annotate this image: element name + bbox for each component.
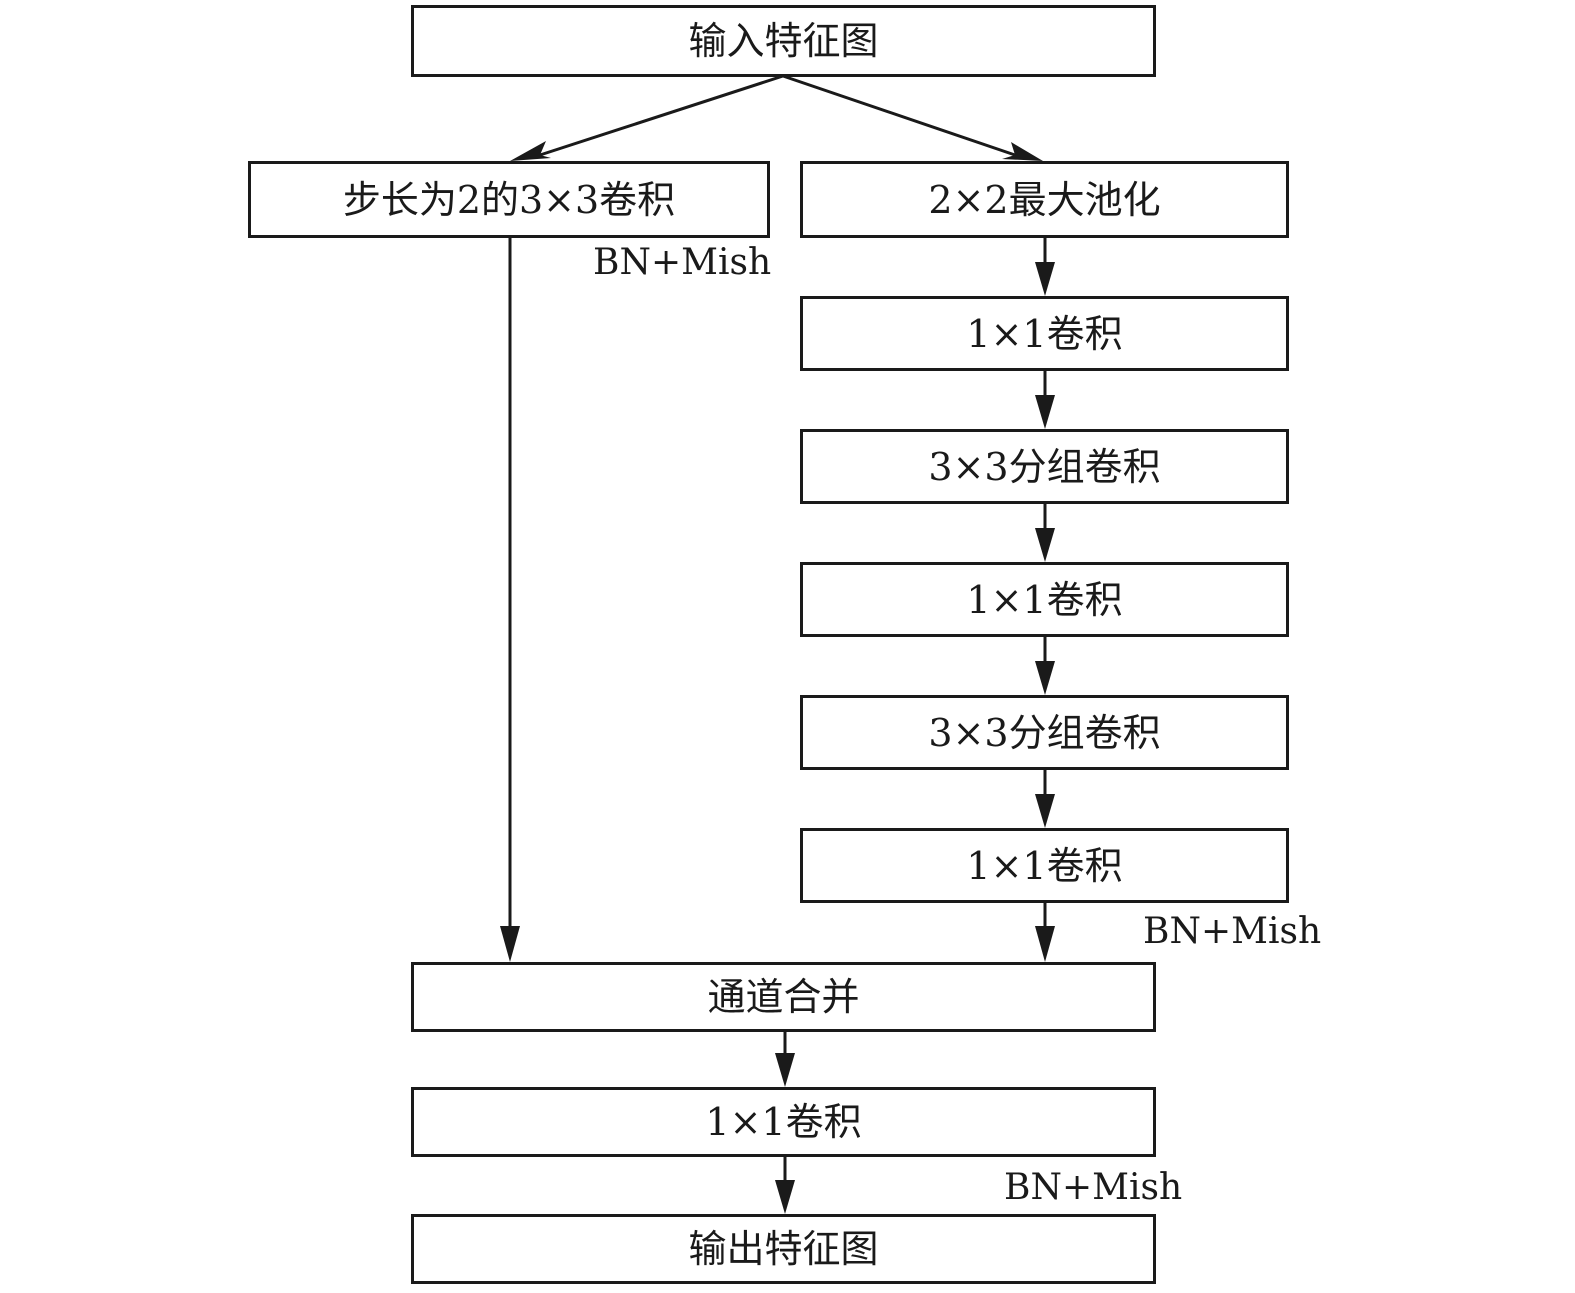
stride-conv-node: 步长为2的3×3卷积	[248, 161, 770, 238]
arrowhead-conv3-to-concat	[1035, 926, 1055, 962]
arrowhead-maxpool-to-conv1	[1035, 262, 1055, 296]
conv1x1-label-c: 1×1卷积	[966, 843, 1123, 888]
arrowhead-input-to-maxpool	[1002, 142, 1043, 161]
final-activation-note: BN+Mish	[1004, 1167, 1183, 1208]
arrowhead-final-conv-to-output	[775, 1180, 795, 1214]
final-conv1x1-node: 1×1卷积	[411, 1087, 1156, 1157]
arrowhead-gconv2-to-conv3	[1035, 794, 1055, 828]
arrowhead-conv2-to-gconv2	[1035, 661, 1055, 695]
arrowhead-conv1-to-gconv1	[1035, 395, 1055, 429]
group-conv-node-b: 3×3分组卷积	[800, 695, 1289, 770]
arrowhead-gconv1-to-conv2	[1035, 528, 1055, 562]
arrowhead-input-to-stride-conv	[510, 141, 551, 161]
input-feature-map-label: 输入特征图	[688, 19, 879, 63]
arrowhead-stride-conv-to-concat	[500, 926, 520, 962]
conv1x1-label-a: 1×1卷积	[966, 311, 1123, 356]
arrowhead-concat-to-final-conv	[775, 1053, 795, 1087]
conv1x1-node-a: 1×1卷积	[800, 296, 1289, 371]
final-conv1x1-label: 1×1卷积	[705, 1100, 862, 1144]
conv1x1-node-b: 1×1卷积	[800, 562, 1289, 637]
stride-conv-label: 步长为2的3×3卷积	[342, 177, 676, 222]
maxpool-label: 2×2最大池化	[928, 177, 1161, 222]
arrow-input-to-maxpool	[782, 74, 1016, 157]
channel-concat-label: 通道合并	[707, 975, 860, 1019]
group-conv-node-a: 3×3分组卷积	[800, 429, 1289, 504]
conv1x1-label-b: 1×1卷积	[966, 577, 1123, 622]
group-conv-label-b: 3×3分组卷积	[928, 710, 1161, 755]
maxpool-node: 2×2最大池化	[800, 161, 1289, 238]
right-branch-activation-note: BN+Mish	[1143, 911, 1322, 952]
channel-concat-node: 通道合并	[411, 962, 1156, 1032]
left-branch-activation-note: BN+Mish	[593, 242, 772, 283]
arrow-input-to-stride-conv	[539, 74, 784, 157]
input-feature-map-node: 输入特征图	[411, 5, 1156, 77]
group-conv-label-a: 3×3分组卷积	[928, 444, 1161, 489]
output-feature-map-label: 输出特征图	[688, 1227, 879, 1271]
conv1x1-node-c: 1×1卷积	[800, 828, 1289, 903]
output-feature-map-node: 输出特征图	[411, 1214, 1156, 1284]
